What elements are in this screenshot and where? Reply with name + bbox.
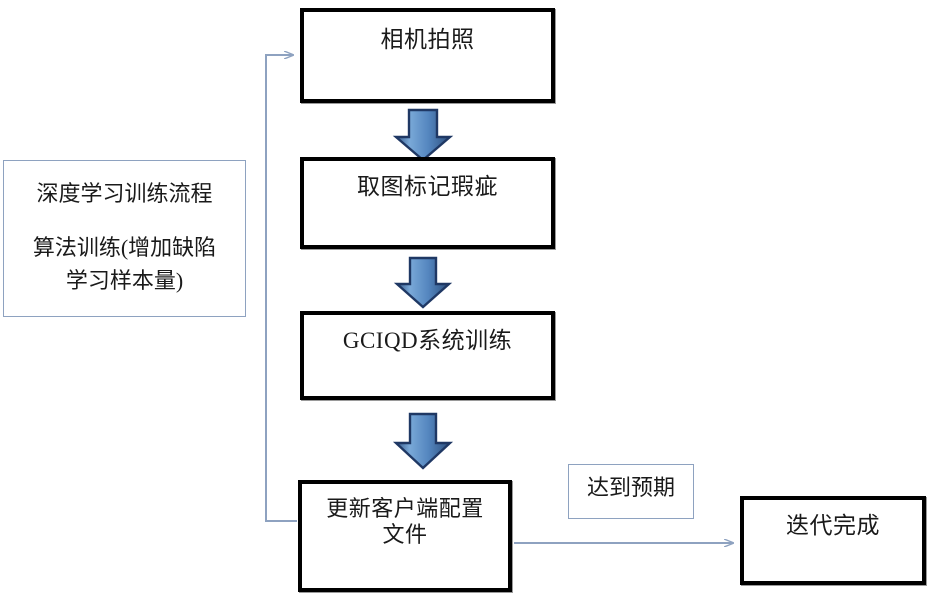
node-done[interactable]: 迭代完成 xyxy=(740,496,926,585)
block-arrow-capture-to-train xyxy=(393,256,453,309)
sidebar-note-heading: 深度学习训练流程 xyxy=(36,181,213,206)
block-arrow-camera-to-capture xyxy=(392,108,454,162)
node-train[interactable]: GCIQD系统训练 xyxy=(300,311,555,400)
sidebar-note-body: 算法训练(增加缺陷 学习样本量) xyxy=(32,235,217,293)
block-arrow-train-to-update xyxy=(392,412,454,470)
connector-update-to-camera-feedback[interactable] xyxy=(265,55,297,522)
node-update-label: 更新客户端配置 文件 xyxy=(326,496,484,547)
sidebar-note-box: 深度学习训练流程 算法训练(增加缺陷 学习样本量) xyxy=(3,160,246,317)
node-update[interactable]: 更新客户端配置 文件 xyxy=(298,480,512,592)
node-done-label: 迭代完成 xyxy=(786,513,880,538)
node-camera-label: 相机拍照 xyxy=(380,27,475,52)
edge-label-expected: 达到预期 xyxy=(586,475,675,500)
node-capture[interactable]: 取图标记瑕疵 xyxy=(300,157,555,249)
node-camera[interactable]: 相机拍照 xyxy=(300,8,555,103)
edge-label-box-expected: 达到预期 xyxy=(568,464,694,519)
node-capture-label: 取图标记瑕疵 xyxy=(357,174,498,199)
node-train-label: GCIQD系统训练 xyxy=(342,328,513,353)
